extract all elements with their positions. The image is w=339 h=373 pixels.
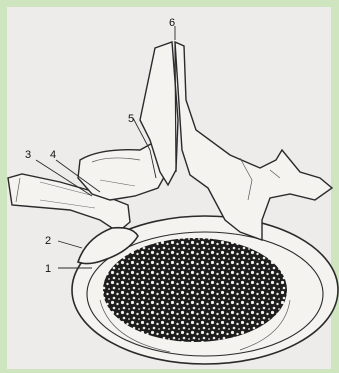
spongy-bone bbox=[103, 238, 287, 342]
label-6: 6 bbox=[169, 17, 175, 29]
spinous-process bbox=[140, 42, 332, 240]
label-1: 1 bbox=[45, 263, 51, 275]
label-5: 5 bbox=[128, 113, 134, 125]
label-4: 4 bbox=[50, 149, 56, 161]
label-3: 3 bbox=[25, 149, 31, 161]
label-2: 2 bbox=[45, 235, 51, 247]
